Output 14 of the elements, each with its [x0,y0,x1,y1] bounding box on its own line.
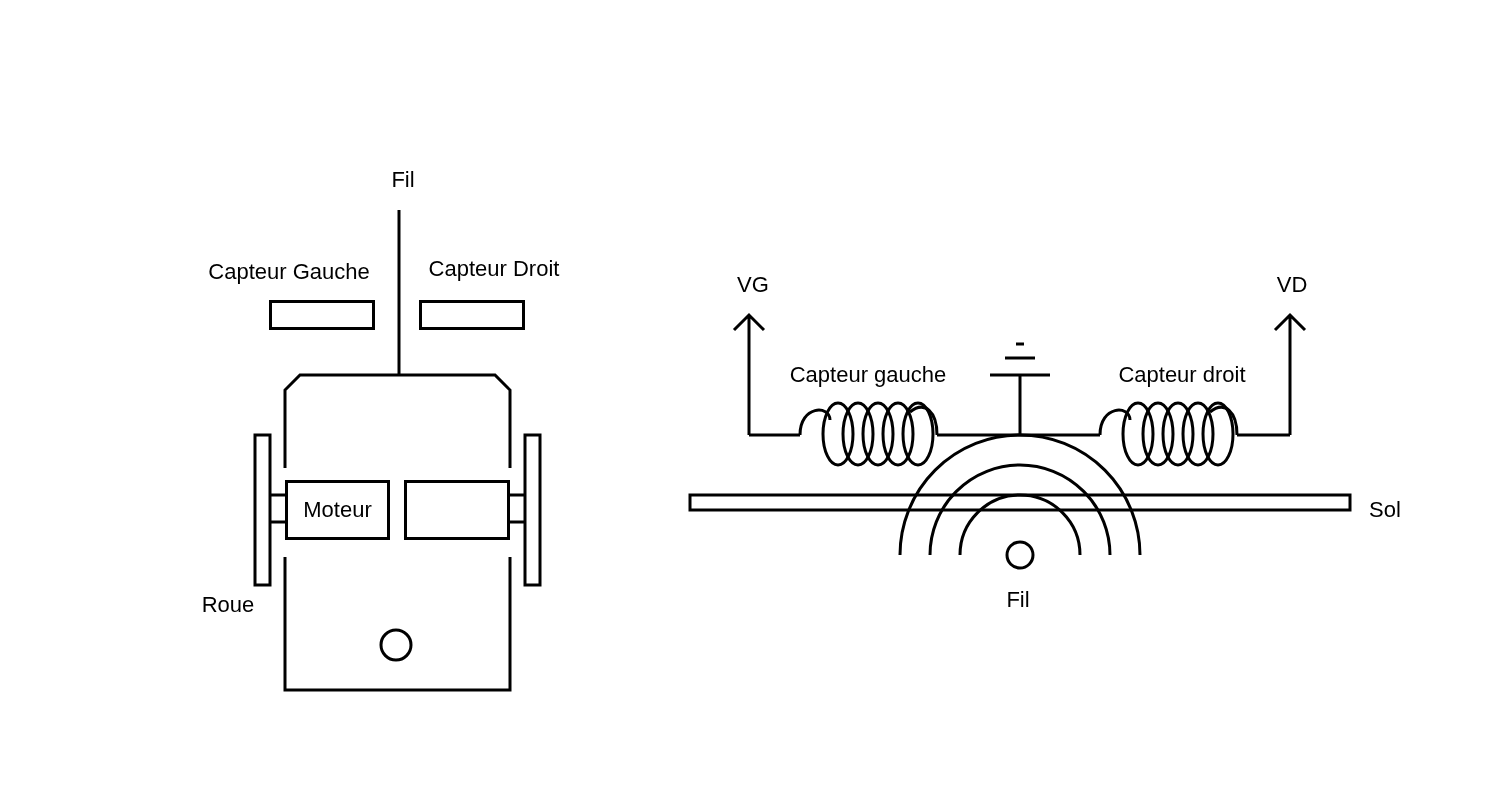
sensor-box [269,300,375,330]
part-label: VD [1276,274,1308,296]
sensor-label: Capteur Gauche [208,261,370,283]
part-label: Roue [201,594,255,616]
part-label: VG [737,274,769,296]
motor-box [404,480,510,540]
sensor-box [419,300,525,330]
part-label: Sol [1369,499,1401,521]
part-label: Fil [391,169,415,191]
sensor-label: Capteur Droit [428,258,560,280]
motor-box: Moteur [285,480,390,540]
part-label: Capteur gauche [789,364,947,386]
part-label: Capteur droit [1118,364,1246,386]
part-label: Fil [1006,589,1030,611]
